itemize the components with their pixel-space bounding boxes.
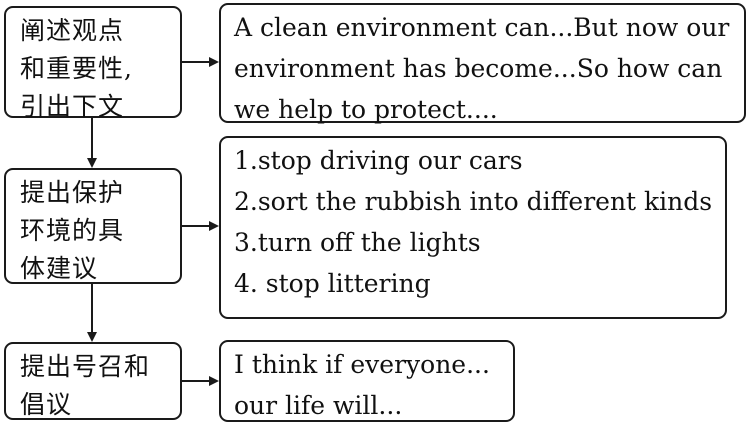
row1-right-line-2: environment has become...So how can <box>234 54 723 83</box>
row1-right-line-3: we help to protect.... <box>234 95 498 124</box>
row3-right-line-2: our life will... <box>234 391 403 420</box>
row1-left-line-1: 阐述观点 <box>20 16 125 45</box>
row2-left-line-1: 提出保护 <box>20 178 125 207</box>
row2-right-line-3: 3.turn off the lights <box>234 228 481 257</box>
row2-left-line-3: 体建议 <box>20 254 99 283</box>
row1-left-line-3: 引出下文 <box>20 92 125 121</box>
row3-left-line-2: 倡议 <box>20 390 73 419</box>
row2-left-line-2: 环境的具 <box>20 216 125 245</box>
row2-right-line-1: 1.stop driving our cars <box>234 146 523 175</box>
row3-left-line-1: 提出号召和 <box>20 352 151 381</box>
row1-right-line-1: A clean environment can...But now our <box>234 13 730 42</box>
row2-left-box: 提出保护 环境的具 体建议 <box>4 168 182 284</box>
row3-right-line-1: I think if everyone... <box>234 350 490 379</box>
row2-right-line-2: 2.sort the rubbish into different kinds <box>234 187 713 216</box>
row3-left-box: 提出号召和 倡议 <box>4 342 182 420</box>
row3-right-box: I think if everyone... our life will... <box>219 340 515 422</box>
row1-right-box: A clean environment can...But now our en… <box>219 3 746 124</box>
row2-right-box: 1.stop driving our cars 2.sort the rubbi… <box>219 136 727 319</box>
row1-left-box: 阐述观点 和重要性, 引出下文 <box>4 6 182 121</box>
row1-left-line-2: 和重要性, <box>20 54 133 83</box>
row2-right-line-4: 4. stop littering <box>234 269 431 298</box>
